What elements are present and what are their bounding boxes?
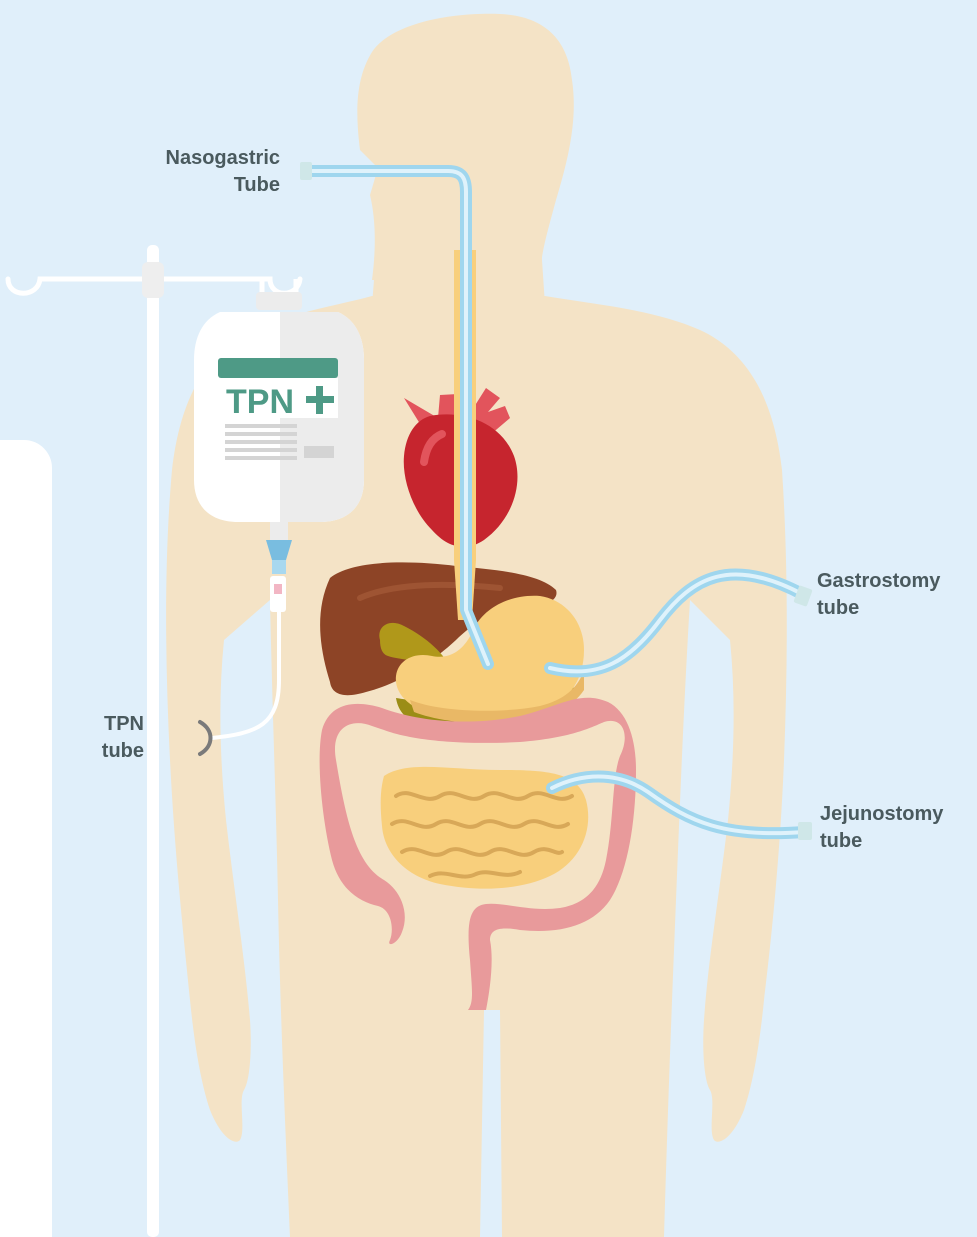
drip-chamber xyxy=(272,560,286,574)
nasogastric-tube-label: Nasogastric Tube xyxy=(100,145,280,199)
jejunostomy-tube-end xyxy=(798,822,812,840)
pole-shaft xyxy=(147,245,159,1237)
jejunostomy-label-line1: Jejunostomy xyxy=(820,801,975,828)
jejunostomy-tube-label: Jejunostomy tube xyxy=(820,801,975,855)
side-panel xyxy=(0,440,52,1237)
nasogastric-label-line2: Tube xyxy=(100,172,280,199)
clamp-mark xyxy=(274,584,282,594)
gastrostomy-tube-label: Gastrostomy tube xyxy=(817,568,975,622)
bag-port xyxy=(270,522,288,540)
pole-clamp xyxy=(142,262,164,298)
tpn-tube-label: TPN tube xyxy=(60,711,144,765)
nasogastric-label-line1: Nasogastric xyxy=(100,145,280,172)
tpn-label-line1: TPN xyxy=(60,711,144,738)
gastrostomy-label-line1: Gastrostomy xyxy=(817,568,975,595)
nasogastric-tube-end xyxy=(300,162,312,180)
bag-top xyxy=(256,292,302,310)
bag-title: TPN xyxy=(226,383,294,421)
gastrostomy-label-line2: tube xyxy=(817,595,975,622)
bag-label-header xyxy=(218,358,338,378)
tpn-label-line2: tube xyxy=(60,738,144,765)
jejunostomy-label-line2: tube xyxy=(820,828,975,855)
